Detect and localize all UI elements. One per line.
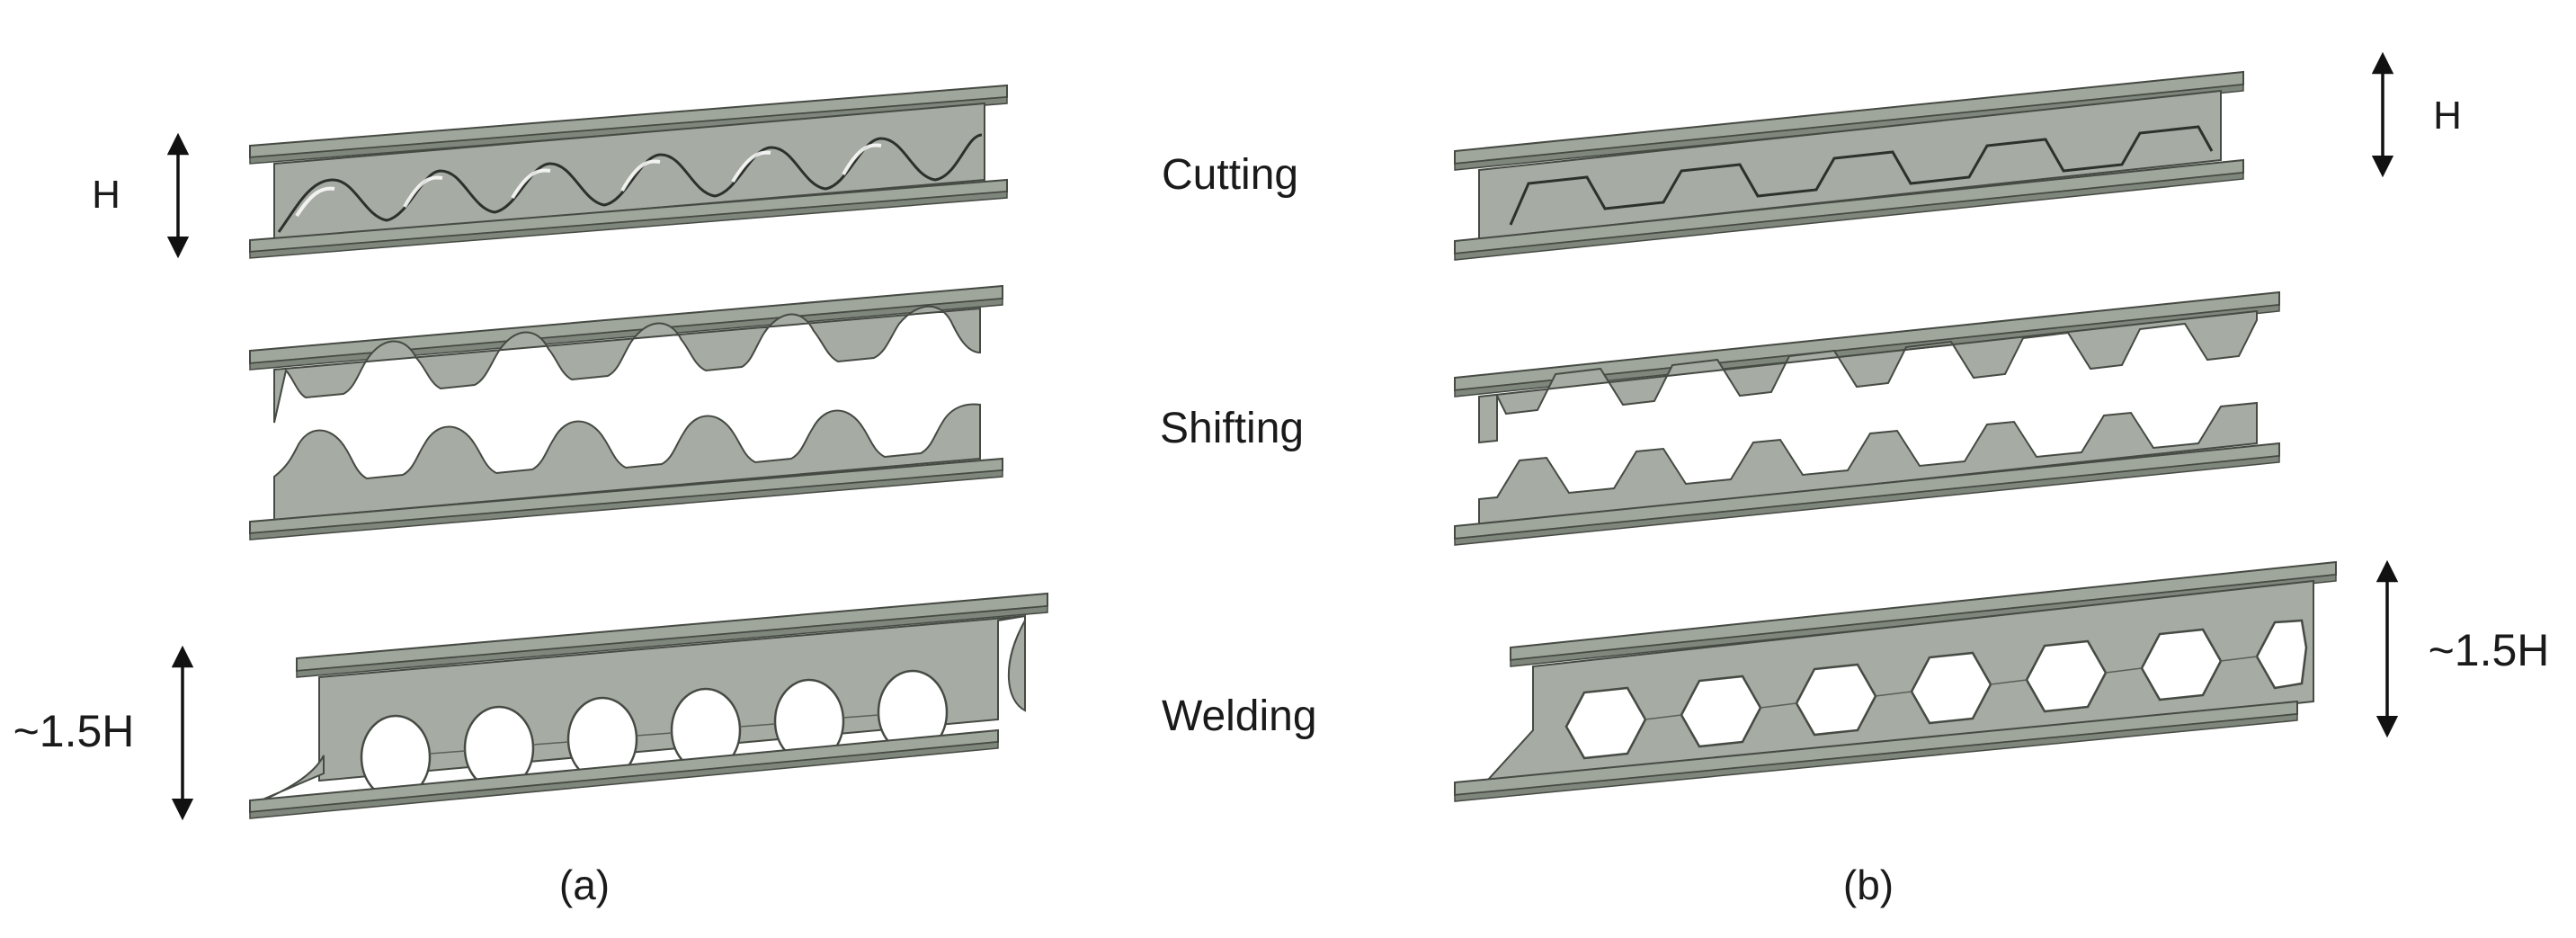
trapezoid-cut-line — [1509, 125, 2214, 226]
wavy-cut-line — [277, 133, 983, 233]
panel-b-cutting-beam — [1454, 70, 2244, 261]
caption-a: (a) — [559, 862, 610, 908]
panel-b-shifting-lower-half — [1454, 401, 2280, 546]
web-upper-scalloped — [273, 305, 981, 424]
web — [273, 102, 985, 242]
web-upper-teeth — [1478, 309, 2258, 444]
stage-label-cutting: Cutting — [1162, 151, 1298, 199]
caption-b: (b) — [1843, 862, 1894, 908]
panel-a-shifting-lower-half — [249, 403, 1003, 540]
panel-a-shifting-upper-half — [249, 284, 1003, 424]
panel-b-welded-beam — [1454, 560, 2337, 802]
panel-b-shifting-upper-half — [1454, 290, 2280, 444]
stage-label-shifting: Shifting — [1160, 405, 1304, 452]
hexagonal-opening — [2255, 619, 2308, 690]
panel-a-welded-beam — [249, 592, 1048, 819]
label-h-right: H — [2433, 94, 2462, 138]
panel-a-cutting-beam — [249, 84, 1008, 259]
label-h-left: H — [92, 173, 120, 217]
panel-b-castellated-beams: H ~1.5H (b) — [1454, 51, 2550, 908]
panel-a-cellular-beams: H ~1.5H (a) — [13, 84, 1048, 908]
label-1-5h-right: ~1.5H — [2429, 625, 2550, 675]
label-1-5h-left: ~1.5H — [13, 706, 135, 756]
stage-label-welding: Welding — [1162, 692, 1317, 740]
web-lower-teeth — [1478, 401, 2258, 528]
web-lower-scalloped — [273, 403, 981, 522]
